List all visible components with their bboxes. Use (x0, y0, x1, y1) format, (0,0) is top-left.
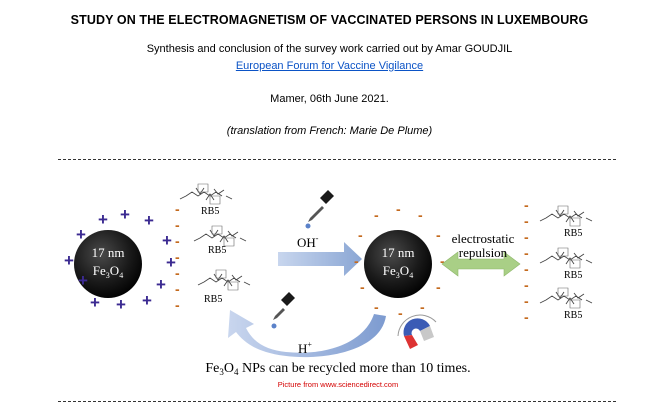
svg-text:-: - (175, 249, 180, 265)
left-negative-charges: --- --- - (175, 201, 180, 313)
svg-text:+: + (78, 271, 88, 290)
svg-text:RB5: RB5 (201, 206, 219, 217)
document-subtitle: Synthesis and conclusion of the survey w… (146, 43, 513, 55)
svg-text:-: - (524, 213, 529, 229)
svg-text:+: + (144, 211, 154, 230)
svg-text:-: - (524, 293, 529, 309)
svg-text:+: + (90, 293, 100, 312)
svg-text:-: - (524, 309, 529, 325)
left-dye-top: RB5 (179, 183, 233, 217)
svg-text:RB5: RB5 (208, 245, 226, 256)
svg-text:+: + (156, 275, 166, 294)
hydroxide-label: OH- (297, 234, 319, 250)
dropper-icon (305, 190, 334, 229)
magnet-icon (397, 314, 437, 349)
svg-text:-: - (374, 207, 379, 223)
svg-text:-: - (358, 227, 363, 243)
bottom-divider (58, 401, 616, 402)
deprotonation-arrow (278, 242, 362, 276)
svg-text:Fe3O4: Fe3O4 (383, 263, 413, 280)
svg-text:-: - (175, 281, 180, 297)
svg-text:-: - (175, 297, 180, 313)
svg-text:-: - (175, 201, 180, 217)
right-dye-middle: RB5 (539, 247, 593, 281)
center-nanoparticle: 17 nm Fe3O4 (364, 230, 432, 298)
svg-text:-: - (175, 265, 180, 281)
svg-text:-: - (396, 201, 401, 217)
svg-text:+: + (166, 253, 176, 272)
left-dye-bottom: RB5 (197, 269, 251, 305)
left-dye-middle: RB5 (193, 225, 247, 256)
left-np-size: 17 nm (92, 245, 125, 260)
svg-text:-: - (418, 207, 423, 223)
svg-text:-: - (436, 227, 441, 243)
svg-text:-: - (398, 305, 403, 321)
proton-label: H+ (298, 340, 312, 356)
forum-link[interactable]: European Forum for Vaccine Vigilance (235, 60, 424, 72)
positive-charges: +++ +++ +++ +++ (64, 205, 176, 314)
repulsion-label-line1: electrostatic (452, 231, 515, 246)
svg-text:-: - (374, 299, 379, 315)
svg-text:-: - (524, 277, 529, 293)
svg-text:-: - (524, 245, 529, 261)
svg-text:-: - (440, 253, 445, 269)
svg-text:RB5: RB5 (204, 294, 222, 305)
svg-text:-: - (524, 197, 529, 213)
svg-text:-: - (524, 229, 529, 245)
place-date: Mamer, 06th June 2021. (270, 93, 389, 105)
svg-text:+: + (64, 251, 74, 270)
svg-text:-: - (524, 261, 529, 277)
svg-text:-: - (175, 233, 180, 249)
repulsion-arrow (441, 251, 521, 277)
svg-text:+: + (98, 210, 108, 229)
repulsion-label-line2: repulsion (459, 245, 508, 260)
svg-text:+: + (120, 205, 130, 224)
svg-text:+: + (116, 295, 126, 314)
right-dye-bottom: RB5 (539, 287, 593, 321)
svg-text:+: + (142, 291, 152, 310)
svg-text:-: - (175, 217, 180, 233)
left-np-formula: Fe3O4 (93, 263, 123, 280)
right-negative-charges: --- --- -- (524, 197, 529, 325)
svg-text:RB5: RB5 (564, 270, 582, 281)
translation-note: (translation from French: Marie De Plume… (226, 125, 433, 137)
svg-text:+: + (76, 225, 86, 244)
document-title: STUDY ON THE ELECTROMAGNETISM OF VACCINA… (70, 13, 589, 27)
svg-text:RB5: RB5 (564, 228, 582, 239)
svg-text:-: - (360, 279, 365, 295)
top-divider (58, 159, 616, 160)
svg-text:-: - (420, 299, 425, 315)
svg-text:17 nm: 17 nm (382, 245, 415, 260)
center-negative-charges: --- --- --- --- (354, 201, 445, 321)
right-dye-top: RB5 (539, 205, 593, 239)
recycle-arrow (228, 310, 386, 358)
dropper-bottom-icon (271, 292, 295, 329)
recycling-diagram: 17 nm Fe3O4 +++ +++ +++ +++ --- --- - RB… (64, 183, 593, 389)
figure-caption: Fe3O4 NPs can be recycled more than 10 t… (205, 361, 470, 377)
svg-text:RB5: RB5 (564, 310, 582, 321)
svg-text:-: - (354, 253, 359, 269)
left-nanoparticle: 17 nm Fe3O4 (74, 230, 142, 298)
svg-text:+: + (162, 231, 172, 250)
svg-text:-: - (436, 279, 441, 295)
image-credit: Picture from www.sciencedirect.com (278, 380, 398, 389)
